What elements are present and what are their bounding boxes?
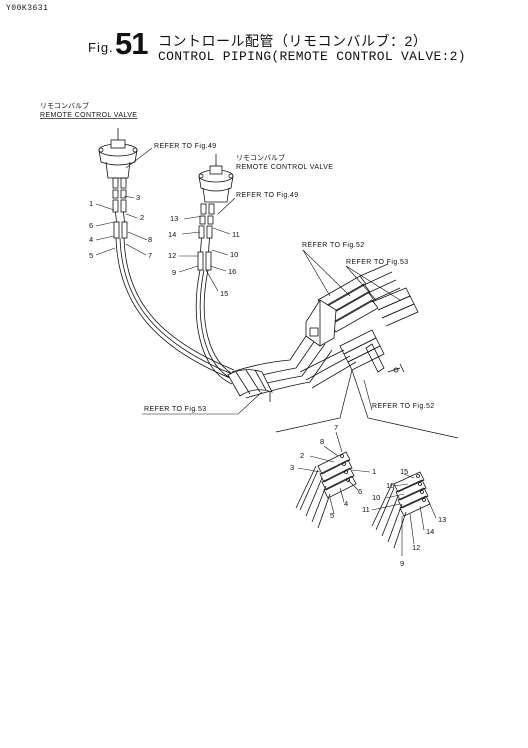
detail-callout-14: 14 bbox=[426, 527, 434, 536]
callout-7: 7 bbox=[148, 251, 152, 260]
detail-callout-7: 7 bbox=[334, 423, 338, 432]
refer-fig49-b: REFER TO Fig.49 bbox=[236, 192, 299, 199]
detail-leader-lines bbox=[297, 431, 437, 556]
detail-callout-16: 16 bbox=[386, 481, 394, 490]
detail-callout-4: 4 bbox=[344, 499, 348, 508]
callout-2: 2 bbox=[140, 213, 144, 222]
callout-16: 16 bbox=[228, 267, 236, 276]
right-valve-fittings bbox=[197, 203, 215, 271]
callout-4: 4 bbox=[89, 235, 93, 244]
detail-callout-1: 1 bbox=[372, 467, 376, 476]
callout-6: 6 bbox=[89, 221, 93, 230]
connector-bank-lower bbox=[339, 329, 385, 371]
callout-11: 11 bbox=[232, 230, 240, 239]
refer-fig53-b: REFER TO Fig.53 bbox=[144, 406, 207, 413]
pipe-clamp-and-bolt bbox=[365, 343, 405, 373]
left-valve-label-jp: リモコンバルブ bbox=[40, 101, 89, 110]
leader-lines bbox=[95, 147, 401, 415]
protective-sleeve bbox=[227, 369, 273, 402]
mounting-bracket bbox=[305, 299, 337, 347]
detail-callout-15: 15 bbox=[400, 467, 408, 476]
hose-bundle bbox=[115, 237, 357, 399]
callout-15: 15 bbox=[220, 289, 228, 298]
detail-connector-group-left bbox=[295, 451, 357, 529]
left-valve-label-en: REMOTE CONTROL VALVE bbox=[40, 112, 137, 119]
detail-callout-8: 8 bbox=[320, 437, 324, 446]
right-remote-control-valve bbox=[198, 154, 234, 203]
right-valve-label-en: REMOTE CONTROL VALVE bbox=[236, 164, 333, 171]
figure-number: 51 bbox=[115, 26, 148, 61]
callout-5: 5 bbox=[89, 251, 93, 260]
callout-12: 12 bbox=[168, 251, 176, 260]
detail-callout-12: 12 bbox=[412, 543, 420, 552]
callout-3: 3 bbox=[136, 193, 140, 202]
document-code: Y00K3631 bbox=[6, 4, 49, 13]
callout-8: 8 bbox=[148, 235, 152, 244]
refer-fig52-b: REFER TO Fig.52 bbox=[372, 403, 435, 410]
title-english: CONTROL PIPING(REMOTE CONTROL VALVE:2) bbox=[158, 49, 466, 64]
title-japanese: コントロール配管（リモコンバルブ：2） bbox=[158, 33, 428, 49]
detail-callout-6: 6 bbox=[358, 487, 362, 496]
left-valve-fittings bbox=[112, 177, 128, 239]
callout-9: 9 bbox=[172, 268, 176, 277]
detail-view-frame bbox=[275, 369, 459, 439]
detail-callout-11: 11 bbox=[362, 505, 370, 514]
detail-connector-group-right bbox=[371, 471, 431, 549]
refer-fig52-a: REFER TO Fig.52 bbox=[302, 242, 365, 249]
figure-prefix: Fig. bbox=[88, 40, 114, 55]
detail-callout-13: 13 bbox=[438, 515, 446, 524]
detail-callout-2: 2 bbox=[300, 451, 304, 460]
callout-1: 1 bbox=[89, 199, 93, 208]
refer-fig53-a: REFER TO Fig.53 bbox=[346, 259, 409, 266]
callout-13: 13 bbox=[170, 214, 178, 223]
detail-callout-3: 3 bbox=[290, 463, 294, 472]
detail-callout-5: 5 bbox=[330, 511, 334, 520]
callout-14: 14 bbox=[168, 230, 176, 239]
refer-fig49-a: REFER TO Fig.49 bbox=[154, 143, 217, 150]
detail-callout-9: 9 bbox=[400, 559, 404, 568]
left-remote-control-valve bbox=[98, 128, 138, 179]
detail-callout-10: 10 bbox=[372, 493, 380, 502]
callout-10: 10 bbox=[230, 250, 238, 259]
right-valve-label-jp: リモコンバルブ bbox=[236, 153, 285, 162]
